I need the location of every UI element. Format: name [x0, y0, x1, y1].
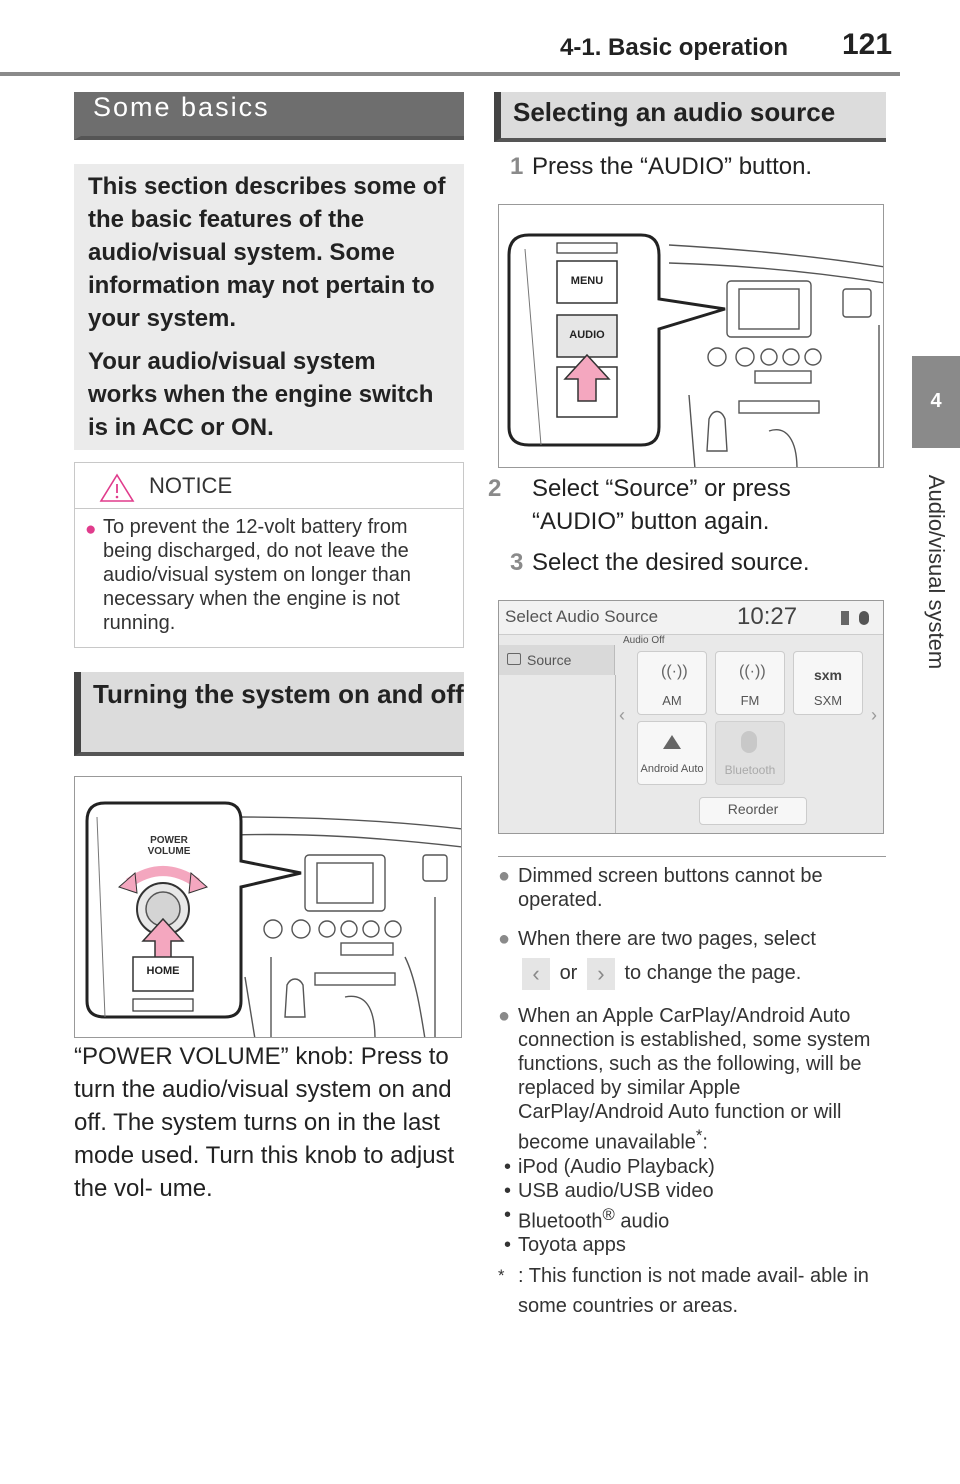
- notice-header: NOTICE: [75, 463, 463, 509]
- tile-bluetooth-label: Bluetooth: [724, 763, 776, 777]
- note-pages-or: or: [559, 962, 578, 984]
- chevron-right-icon: ›: [586, 957, 615, 990]
- step-2: 2 Select “Source” or press “AUDIO” button…: [488, 472, 870, 538]
- intro-box: This section describes some of the basic…: [74, 164, 464, 450]
- source-icon: [507, 653, 521, 665]
- bullet-icon: ●: [85, 519, 97, 540]
- tile-am[interactable]: [637, 651, 707, 715]
- tile-am-label: AM: [662, 693, 682, 708]
- next-page-icon[interactable]: ›: [871, 705, 877, 725]
- bluetooth-status-icon: [859, 611, 869, 625]
- audio-button-label: AUDIO: [569, 329, 605, 341]
- signal-icon: [841, 611, 849, 625]
- audio-button-figure: MENU AUDIO: [498, 204, 884, 468]
- intro-paragraph-2: Your audio/visual system works when the …: [88, 348, 434, 441]
- screen-title: Select Audio Source: [505, 607, 659, 626]
- step-1-number: 1: [510, 153, 524, 180]
- radio-wave-icon: ((·)): [661, 663, 688, 680]
- note-pages-text: When there are two pages, select: [518, 928, 816, 950]
- list-item: Bluetooth® audio: [498, 1203, 888, 1234]
- section-title: 4-1. Basic operation: [560, 34, 789, 61]
- some-basics-heading-text: Some basics: [93, 92, 270, 122]
- step-1-text: Press the “AUDIO” button.: [532, 153, 813, 180]
- source-tab[interactable]: [499, 645, 615, 675]
- home-button-label: HOME: [146, 965, 180, 977]
- intro-paragraph-1: This section describes some of the basic…: [88, 173, 446, 332]
- footnote-star: *: [498, 1266, 505, 1286]
- power-volume-caption: “POWER VOLUME” knob: Press to turn the a…: [74, 1043, 455, 1202]
- tile-sxm-label: SXM: [813, 693, 843, 708]
- list-item: USB audio/USB video: [498, 1179, 888, 1203]
- chapter-number: 4: [930, 390, 942, 412]
- step-2-text: Select “Source” or press “AUDIO” button …: [532, 475, 791, 535]
- some-basics-heading: Some basics: [74, 92, 464, 140]
- reorder-button[interactable]: [699, 797, 807, 825]
- note-carplay-text: When an Apple CarPlay/Android Auto conne…: [518, 1005, 871, 1154]
- power-volume-label: POWER VOLUME: [147, 835, 191, 857]
- tile-sxm[interactable]: [793, 651, 863, 715]
- page-number: 121: [842, 28, 893, 61]
- step-1: 1 Press the “AUDIO” button.: [510, 150, 812, 183]
- menu-button-label: MENU: [570, 275, 604, 287]
- note-dimmed-text: Dimmed screen buttons cannot be operated…: [518, 865, 823, 911]
- note-carplay-colon: :: [702, 1131, 708, 1154]
- list-item-bluetooth: Bluetooth: [518, 1210, 603, 1233]
- power-volume-figure: POWER VOLUME HOME: [74, 776, 462, 1038]
- reorder-button-label: Reorder: [727, 801, 779, 817]
- header-rule: [0, 72, 900, 76]
- dashboard-illustration: [85, 801, 461, 1037]
- audio-status: Audio Off: [623, 635, 665, 646]
- sidebar-divider: [615, 675, 616, 833]
- notes-rule: [498, 856, 886, 857]
- tile-android-auto-label: Android Auto: [640, 763, 704, 775]
- bullet-icon: ●: [498, 928, 511, 950]
- sxm-logo: sxm: [813, 667, 843, 683]
- warning-icon: [99, 473, 135, 502]
- selecting-audio-heading: Selecting an audio source: [494, 92, 886, 142]
- footnote: * : This function is not made avail- abl…: [498, 1261, 888, 1321]
- footnote-text: : This function is not made avail- able …: [518, 1265, 869, 1318]
- step-3: 3 Select the desired source.: [510, 546, 810, 579]
- tile-android-auto[interactable]: [637, 721, 707, 785]
- source-tab-label: Source: [527, 652, 572, 668]
- note-pages: ● When there are two pages, select ‹ or …: [498, 922, 888, 990]
- chapter-tab: [912, 356, 960, 448]
- prev-page-icon[interactable]: ‹: [619, 705, 625, 725]
- screen-top-bar: [499, 601, 883, 635]
- notice-box: NOTICE ● To prevent the 12-volt battery …: [74, 462, 464, 648]
- bullet-icon: ●: [498, 1005, 511, 1027]
- list-item: Toyota apps: [498, 1233, 888, 1257]
- note-pages-text-end: to change the page.: [624, 962, 802, 984]
- notice-label: NOTICE: [149, 473, 233, 498]
- selecting-audio-heading-text: Selecting an audio source: [513, 97, 836, 127]
- select-audio-source-screen: Select Audio Source 10:27 Audio Off Sour…: [498, 600, 884, 834]
- bluetooth-icon: [741, 731, 757, 753]
- turning-on-off-heading: Turning the system on and off: [74, 672, 464, 756]
- notes: ● Dimmed screen buttons cannot be operat…: [498, 864, 888, 1321]
- tile-fm[interactable]: [715, 651, 785, 715]
- notice-text: To prevent the 12-volt battery from bein…: [103, 516, 411, 634]
- chevron-left-icon: ‹: [522, 957, 550, 990]
- tile-fm-label: FM: [740, 693, 760, 708]
- audio-button-illustration: [507, 233, 883, 467]
- registered-mark: ®: [602, 1204, 615, 1224]
- radio-wave-icon: ((·)): [739, 663, 766, 680]
- note-carplay: ● When an Apple CarPlay/Android Auto con…: [498, 1004, 888, 1155]
- chapter-label: Audio/visual system: [924, 474, 949, 670]
- list-item: iPod (Audio Playback): [498, 1155, 888, 1179]
- android-auto-icon: [663, 735, 681, 749]
- footnote-marker: *: [695, 1126, 703, 1145]
- turning-on-off-heading-text: Turning the system on and off: [93, 679, 464, 709]
- list-item-bluetooth-audio: audio: [620, 1210, 670, 1233]
- bullet-icon: ●: [498, 865, 511, 887]
- step-3-text: Select the desired source.: [532, 549, 810, 576]
- screen-clock: 10:27: [737, 603, 798, 630]
- note-dimmed: ● Dimmed screen buttons cannot be operat…: [498, 864, 888, 912]
- step-2-number: 2: [488, 475, 502, 502]
- step-3-number: 3: [510, 549, 524, 576]
